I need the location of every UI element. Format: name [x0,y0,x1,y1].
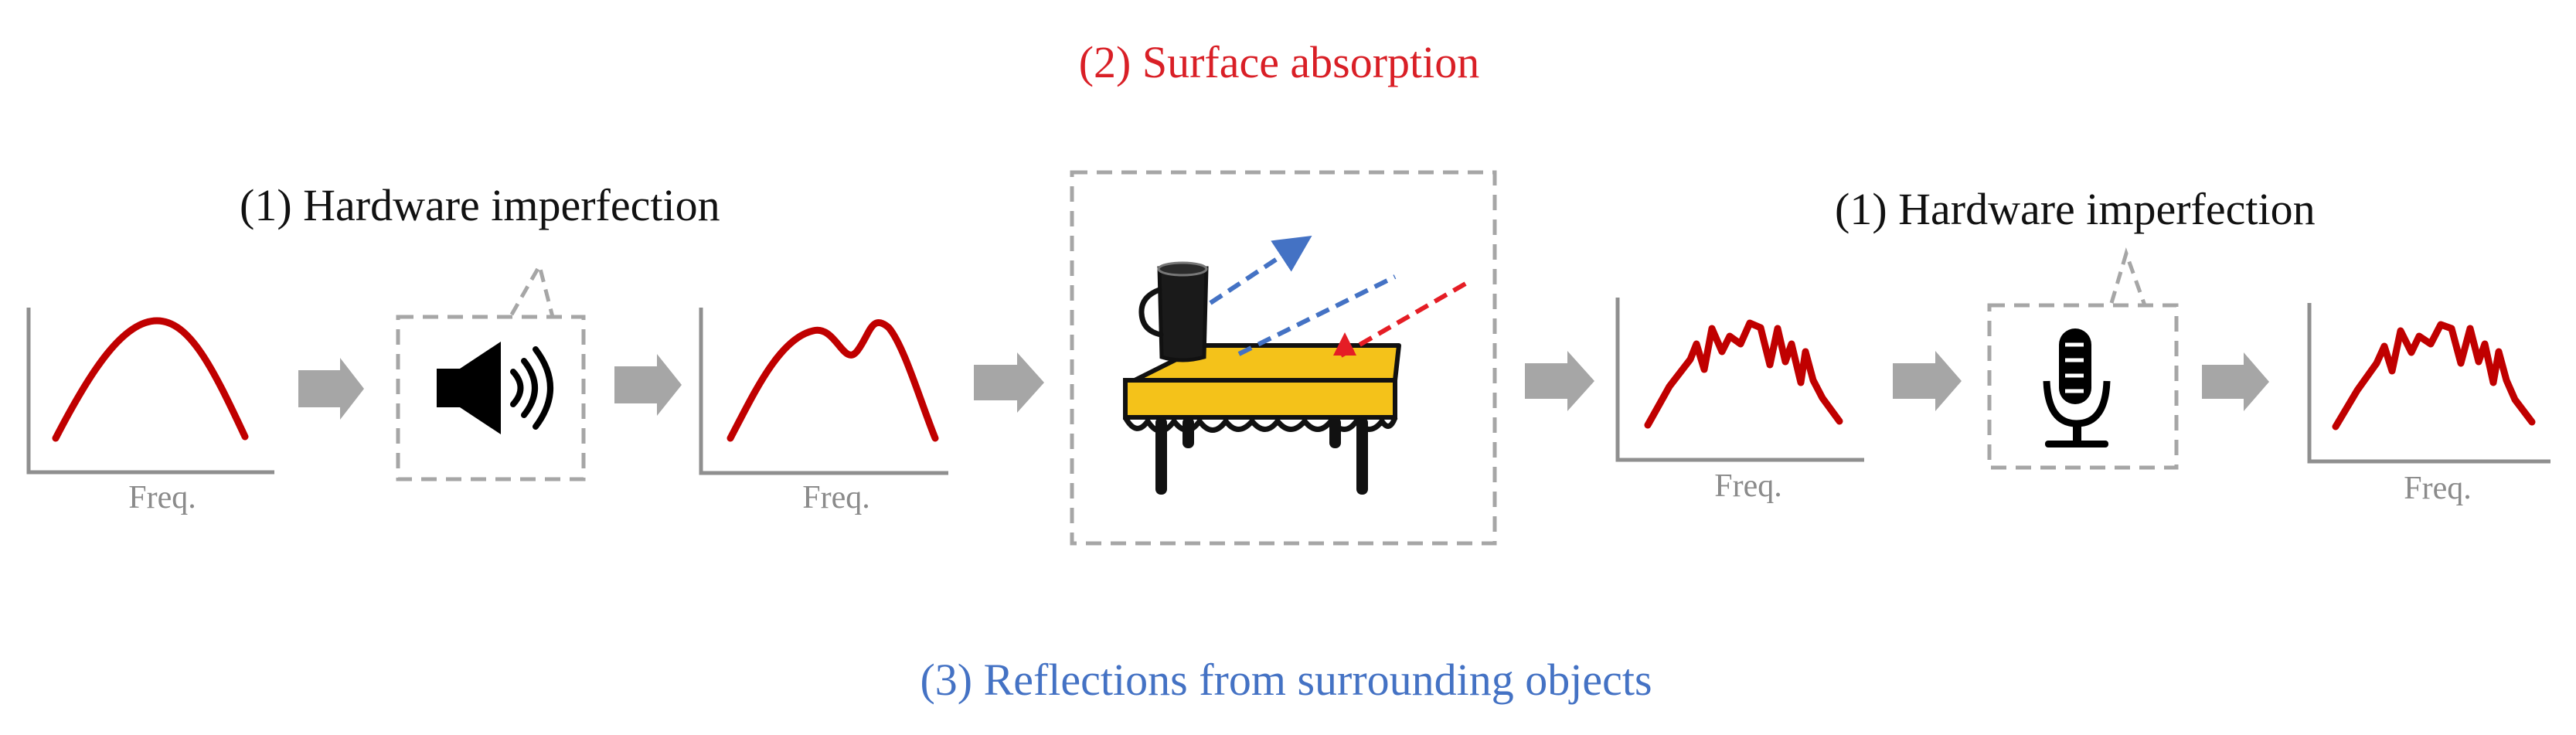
flow-arrow [974,352,1044,413]
blue-reflection-ray [1237,274,1397,356]
freq-label: Freq. [802,480,870,516]
freq-label: Freq. [2404,471,2472,506]
surface-scene [1070,170,1497,546]
frequency-plot-3: Freq. [1615,298,1864,504]
frequency-response-curve [2332,321,2536,430]
plot-axis [1615,298,1864,462]
freq-label: Freq. [128,480,196,516]
frequency-response-curve [1644,319,1843,429]
frequency-response-curve [727,319,939,442]
flow-arrow [298,358,364,420]
flow-arrow [1893,351,1962,411]
frequency-response-curve [52,317,249,442]
surface-dashed-box [1070,170,1497,546]
flow-arrow [1525,351,1594,411]
hardware-imperfection-left-label: (1) Hardware imperfection [240,180,720,230]
flow-arrow [614,354,682,416]
reflections-label: (3) Reflections from surrounding objects [920,655,1652,705]
hardware-imperfection-right-label: (1) Hardware imperfection [1835,184,2316,234]
frequency-plot-4: Freq. [2307,303,2550,506]
microphone-icon [2043,328,2111,447]
table-with-cup-icon [1122,261,1401,495]
speaker-callout-tail [509,260,555,318]
blue-reflection-ray [1209,236,1312,305]
red-absorption-ray [1339,281,1468,358]
speaker-box [396,260,586,481]
surface-absorption-label: (2) Surface absorption [1079,37,1480,87]
microphone-box [1987,247,2179,470]
microphone-callout-tail [2109,247,2147,306]
plot-axis [2307,303,2550,464]
freq-label: Freq. [1714,468,1782,504]
plot-axis [699,308,948,475]
speaker-icon [437,342,553,434]
plot-axis [26,308,274,475]
flow-arrow [2202,352,2269,411]
frequency-plot-2: Freq. [699,308,948,516]
frequency-plot-1: Freq. [26,308,274,516]
